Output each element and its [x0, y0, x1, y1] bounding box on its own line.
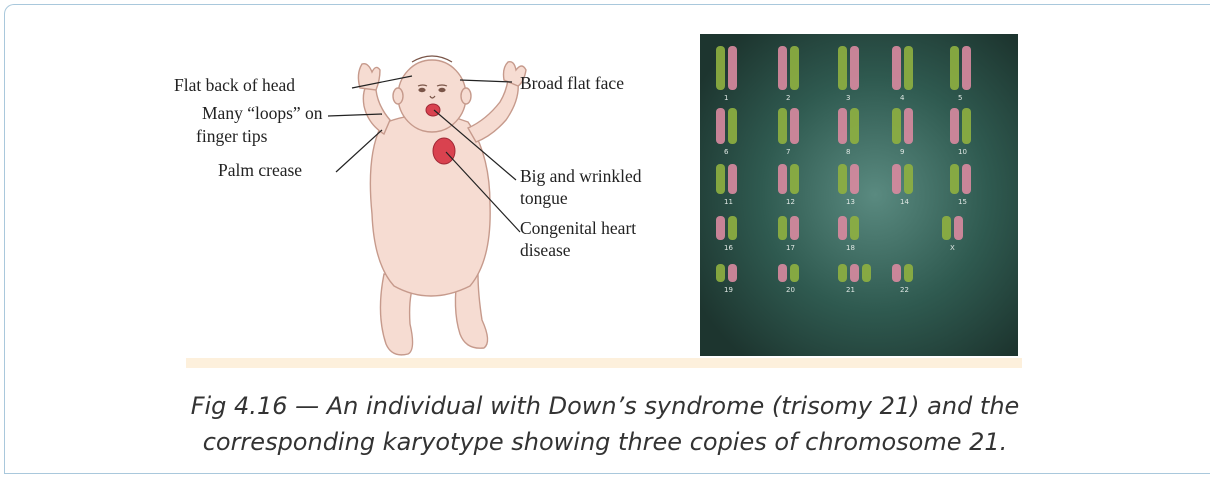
chromosome — [950, 46, 959, 90]
chromosome-number: 6 — [724, 148, 729, 156]
chromosome — [728, 164, 737, 194]
chromosome-number: 5 — [958, 94, 962, 102]
chromosome-number: 15 — [958, 198, 967, 206]
chromosome — [778, 216, 787, 240]
chromosome-number: 2 — [786, 94, 790, 102]
chromosome — [716, 216, 725, 240]
chromosome — [892, 264, 901, 282]
chromosome-number: X — [950, 244, 955, 252]
chromosome — [954, 216, 963, 240]
label-many-loops-line1: Many “loops” on — [202, 102, 323, 124]
chromosome-number: 16 — [724, 244, 733, 252]
chromosome-number: 12 — [786, 198, 795, 206]
bottom-stripe — [186, 358, 1022, 368]
chromosome — [716, 108, 725, 144]
chromosome — [904, 264, 913, 282]
label-congenital-line2: disease — [520, 239, 571, 261]
chromosome — [790, 216, 799, 240]
chromosome-number: 17 — [786, 244, 795, 252]
chromosome-number: 13 — [846, 198, 855, 206]
chromosome — [716, 164, 725, 194]
chromosome-number: 18 — [846, 244, 855, 252]
chromosome — [850, 216, 859, 240]
chromosome — [950, 164, 959, 194]
chromosome-number: 14 — [900, 198, 909, 206]
chromosome-number: 8 — [846, 148, 850, 156]
chromosome — [778, 46, 787, 90]
chromosome-number: 1 — [724, 94, 728, 102]
tongue — [426, 104, 440, 116]
chromosome-number: 9 — [900, 148, 904, 156]
label-congenital-line1: Congenital heart — [520, 217, 636, 239]
chromosome — [728, 264, 737, 282]
chromosome — [838, 108, 847, 144]
chromosome — [850, 108, 859, 144]
chromosome — [778, 164, 787, 194]
chromosome — [904, 108, 913, 144]
caption-line2: corresponding karyotype showing three co… — [0, 424, 1210, 460]
label-palm-crease: Palm crease — [218, 159, 302, 181]
chromosome-number: 22 — [900, 286, 909, 294]
chromosome-number: 3 — [846, 94, 850, 102]
label-big-wrinkled-line1: Big and wrinkled — [520, 165, 642, 187]
chromosome — [850, 264, 859, 282]
chromosome — [838, 164, 847, 194]
chromosome — [904, 164, 913, 194]
chromosome — [716, 46, 725, 90]
chromosome — [962, 164, 971, 194]
chromosome — [962, 108, 971, 144]
chromosome — [950, 108, 959, 144]
chromosome — [962, 46, 971, 90]
chromosome — [728, 216, 737, 240]
chromosome — [904, 46, 913, 90]
chromosome — [716, 264, 725, 282]
label-many-loops-line2: finger tips — [196, 125, 267, 147]
label-broad-flat-face: Broad flat face — [520, 72, 624, 94]
chromosome — [728, 108, 737, 144]
chromosome-number: 21 — [846, 286, 855, 294]
chromosome — [790, 164, 799, 194]
chromosome — [892, 108, 901, 144]
chromosome-number: 19 — [724, 286, 733, 294]
chromosome — [778, 108, 787, 144]
chromosome — [942, 216, 951, 240]
chromosome — [838, 216, 847, 240]
chromosome — [838, 46, 847, 90]
chromosome — [862, 264, 871, 282]
chromosome — [790, 46, 799, 90]
chromosome — [850, 164, 859, 194]
chromosome-number: 20 — [786, 286, 795, 294]
chromosome — [790, 264, 799, 282]
label-big-wrinkled-line2: tongue — [520, 187, 568, 209]
chromosome — [892, 46, 901, 90]
label-flat-back-of-head: Flat back of head — [174, 74, 295, 96]
chromosome-number: 10 — [958, 148, 967, 156]
caption-line1: Fig 4.16 — An individual with Down’s syn… — [0, 388, 1210, 424]
chromosome — [790, 108, 799, 144]
chromosome — [892, 164, 901, 194]
baby-illustration — [358, 60, 526, 355]
chromosome — [838, 264, 847, 282]
chromosome-number: 4 — [900, 94, 905, 102]
chromosome-number: 7 — [786, 148, 790, 156]
chromosome — [850, 46, 859, 90]
chromosome-number: 11 — [724, 198, 733, 206]
heart — [433, 138, 455, 164]
chromosome — [728, 46, 737, 90]
chromosome — [778, 264, 787, 282]
